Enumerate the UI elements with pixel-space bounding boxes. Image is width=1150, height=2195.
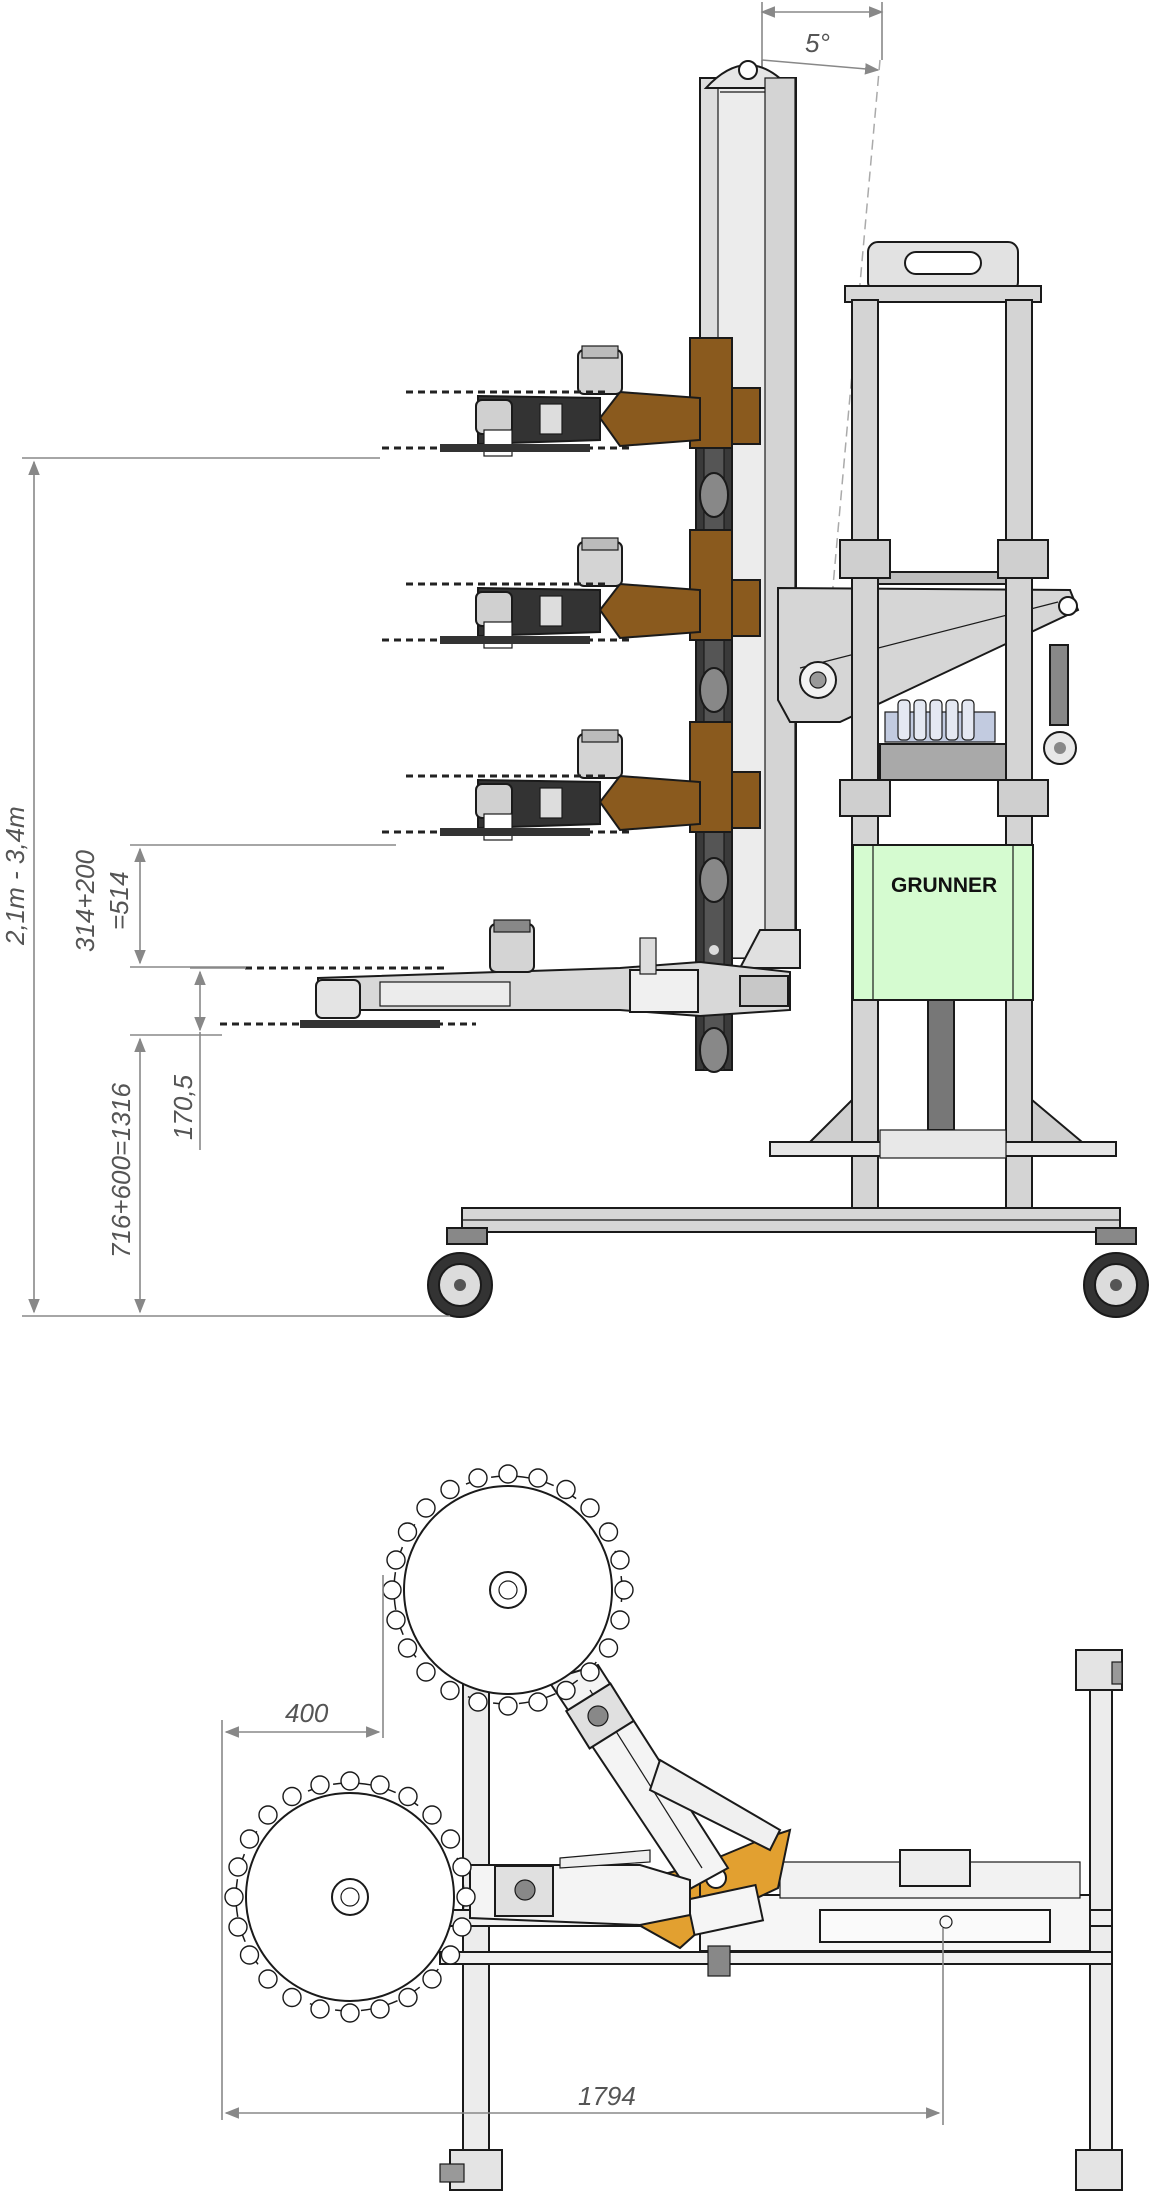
saw-tooth [310,1999,330,2019]
upper-saw-blade [382,1464,634,1716]
saw-tooth [228,1857,248,1877]
saw-tooth [528,1692,548,1712]
offset-label: 170,5 [168,1074,198,1140]
saw-tooth [398,1786,418,1807]
saw-tooth [416,1498,436,1518]
saw-tooth [386,1610,406,1630]
base-chassis [427,1207,1149,1318]
height-range-dimension: 2,1m - 3,4m [0,457,450,1317]
saw-tooth [282,1786,302,1807]
base-height-label: 716+600=1316 [106,1082,136,1258]
saw-tooth [610,1550,630,1570]
saw-tooth [422,1805,442,1825]
left-wheel [427,1252,493,1318]
saw-tooth [598,1638,619,1658]
width-label: 400 [285,1698,329,1728]
saw-tooth [614,1580,634,1600]
cutter-head-2 [382,529,761,649]
saw-tooth [370,1999,390,2019]
angle-label: 5° [805,28,830,58]
saw-tooth [386,1550,406,1570]
saw-tooth [556,1680,576,1701]
support-frame [769,241,1117,1209]
saw-tooth [228,1917,248,1937]
angled-arm [546,1663,782,1892]
saw-tooth [452,1857,472,1877]
saw-tooth [239,1829,260,1849]
chain-column [695,339,733,1073]
top-view: 400 1794 [221,1464,1123,2191]
blade-offset-dimension: 400 [221,1575,384,2120]
side-view: 5° [0,2,1149,1318]
saw-tooth [258,1969,278,1989]
saw-tooth [498,1696,518,1716]
cutter-head-3 [382,721,761,841]
brand-label: GRUNNER [891,874,997,897]
horizontal-arm [469,1849,691,1927]
saw-tooth [580,1662,600,1682]
carriage [699,1849,1091,1977]
offset-dimension: 170,5 [130,967,246,1150]
saw-tooth [610,1610,630,1630]
saw-tooth [397,1522,418,1542]
saw-tooth [416,1662,436,1682]
length-label: 1794 [578,2081,636,2111]
saw-tooth [456,1887,476,1907]
saw-tooth [440,1945,461,1965]
saw-tooth [468,1468,488,1488]
right-wheel [1083,1252,1149,1318]
guard-panel: GRUNNER [852,844,1034,1001]
saw-tooth [598,1522,619,1542]
saw-tooth [468,1692,488,1712]
cutter-head-1 [382,337,761,457]
lower-saw-blade [224,1771,476,2023]
saw-tooth [422,1969,442,1989]
saw-tooth [282,1987,302,2008]
saw-tooth [340,1771,360,1791]
saw-tooth [440,1680,460,1701]
saw-tooth [310,1775,330,1795]
overall-length-dimension: 1794 [224,1928,944,2125]
saw-tooth [258,1805,278,1825]
saw-tooth [452,1917,472,1937]
pitch-label-line1: 314+200 [70,850,100,952]
saw-tooth [239,1945,260,1965]
saw-tooth [580,1498,600,1518]
saw-tooth [440,1829,461,1849]
saw-tooth [340,2003,360,2023]
base-height-dimension: 716+600=1316 [106,1037,146,1314]
saw-tooth [370,1775,390,1795]
pitch-dimension: 314+200 =514 [70,844,396,968]
saw-tooth [498,1464,518,1484]
saw-tooth [440,1479,460,1500]
pitch-label-line2: =514 [104,871,134,930]
lower-cutter-head [220,919,791,1028]
saw-tooth [528,1468,548,1488]
saw-tooth [556,1479,576,1500]
height-range-label: 2,1m - 3,4m [0,806,30,946]
saw-tooth [398,1987,418,2008]
saw-tooth [397,1638,418,1658]
saw-tooth [382,1580,402,1600]
saw-tooth [224,1887,244,1907]
